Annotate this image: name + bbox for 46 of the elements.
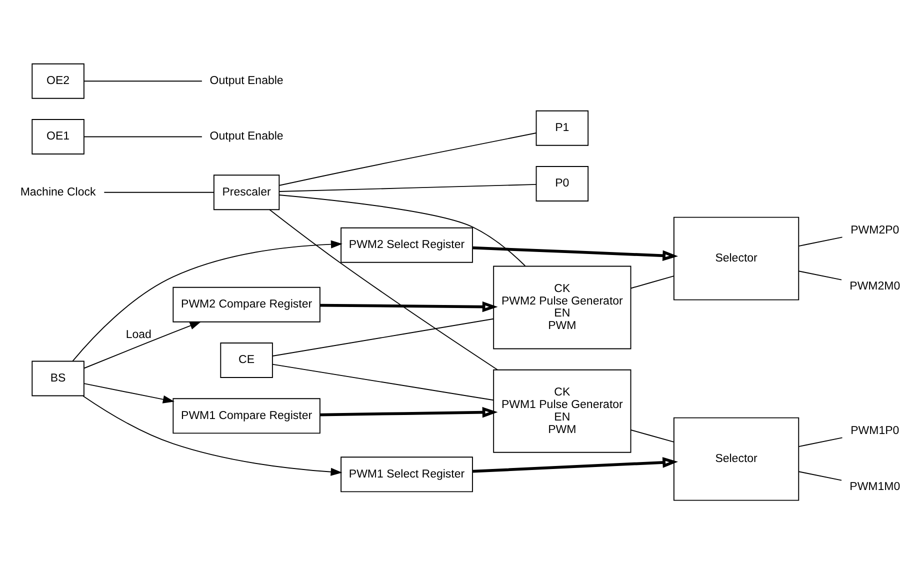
node-box: CE: [220, 342, 273, 378]
arrow: [84, 383, 174, 404]
connector: [278, 194, 526, 266]
arrow: [472, 457, 678, 473]
arrow: [82, 395, 342, 476]
node-text: PWM2M0: [850, 280, 900, 292]
node-box: OE1: [32, 119, 84, 154]
node-box: P0: [536, 166, 589, 202]
node-box: PWM2 Compare Register: [172, 286, 320, 322]
arrow: [320, 406, 498, 418]
node-box: PWM1 Select Register: [340, 456, 473, 492]
node-box: CK PWM2 Pulse Generator EN PWM: [493, 266, 632, 350]
connector: [798, 471, 842, 481]
connector: [279, 132, 537, 186]
node-box: Selector: [673, 417, 800, 501]
arrow: [72, 240, 342, 362]
connector: [272, 364, 494, 401]
node-box: OE2: [32, 63, 84, 99]
node-text: Output Enable: [210, 130, 284, 143]
connector: [798, 437, 843, 448]
node-text: Machine Clock: [20, 186, 96, 198]
connector: [278, 184, 536, 192]
connector: [84, 80, 202, 82]
node-text: PWM1P0: [850, 425, 900, 438]
arrow: [84, 322, 202, 369]
node-text: PWM1M0: [850, 480, 900, 493]
arrow: [472, 246, 678, 261]
connector: [630, 276, 674, 289]
connector: [269, 209, 498, 370]
arrow: [320, 301, 498, 312]
node-box: P1: [536, 110, 589, 146]
connector: [798, 270, 842, 280]
connector: [272, 318, 494, 357]
node-box: Selector: [673, 216, 800, 300]
node-box: PWM2 Select Register: [340, 227, 473, 263]
node-text: PWM2P0: [850, 224, 900, 237]
node-box: PWM1 Compare Register: [172, 398, 320, 434]
connector: [630, 430, 674, 442]
edge-label: Load: [126, 328, 152, 341]
node-box: BS: [32, 360, 84, 396]
connector: [798, 236, 843, 247]
connector: [84, 136, 202, 138]
node-box: Prescaler: [213, 174, 280, 210]
connector: [104, 192, 214, 193]
node-text: Output Enable: [210, 75, 284, 88]
node-box: CK PWM1 Pulse Generator EN PWM: [493, 369, 632, 453]
